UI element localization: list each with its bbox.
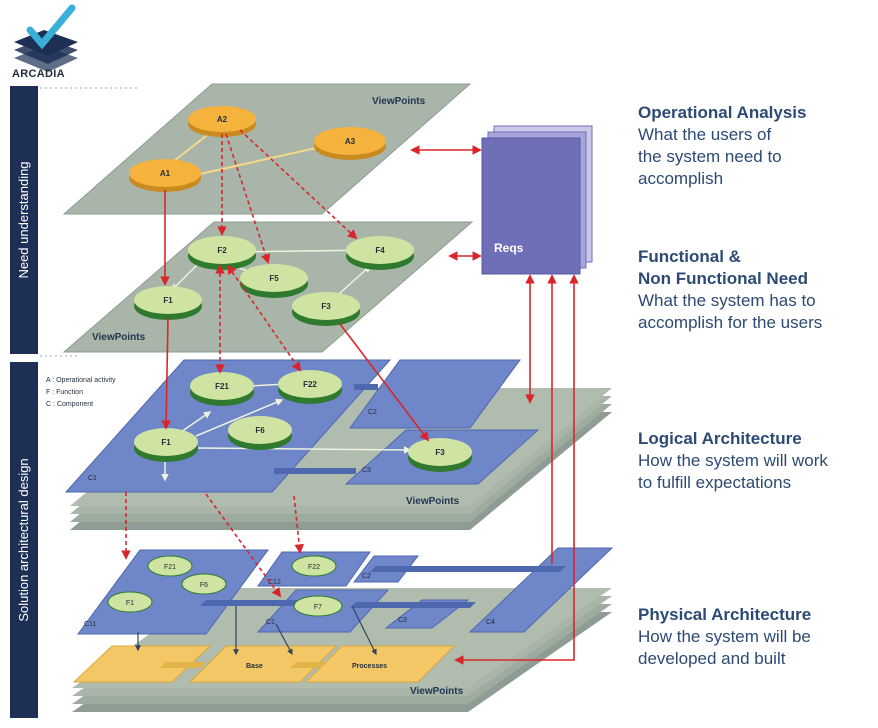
need-understanding-label: Need understanding (16, 161, 31, 278)
svg-text:F21: F21 (164, 564, 176, 571)
node-base-label: Base (246, 663, 263, 670)
svg-text:F3: F3 (435, 448, 445, 457)
functional-need-line-2: accomplish for the users (638, 313, 823, 332)
component-c12-label: C12 (268, 579, 281, 586)
svg-text:A3: A3 (345, 137, 356, 146)
solution-design-label: Solution architectural design (16, 458, 31, 621)
svg-text:A2: A2 (217, 115, 228, 124)
functional-viewpoints-label: ViewPoints (92, 332, 146, 343)
physical-architecture-title: Physical Architecture (638, 605, 812, 624)
reqs-label: Reqs (494, 241, 524, 255)
function-f21-physical: F21 (147, 555, 193, 577)
node-processes-label: Processes (352, 663, 387, 670)
operational-analysis-line-3: accomplish (638, 169, 724, 188)
svg-text:F22: F22 (308, 564, 320, 571)
function-f3-logical: F3 (408, 438, 472, 472)
function-f4: F4 (346, 236, 414, 270)
function-f1-physical: F1 (107, 591, 153, 613)
component-c2-label: C2 (368, 409, 377, 416)
operational-viewpoints-label: ViewPoints (372, 96, 426, 107)
need-understanding-bar (10, 86, 38, 354)
svg-text:F7: F7 (314, 604, 322, 611)
function-f21: F21 (190, 372, 254, 406)
function-f22-physical: F22 (291, 555, 337, 577)
physical-viewpoints-label: ViewPoints (410, 686, 464, 697)
function-f6-physical: F6 (181, 573, 227, 595)
function-f6: F6 (228, 416, 292, 450)
operational-analysis-title: Operational Analysis (638, 103, 807, 122)
svg-text:F4: F4 (375, 246, 385, 255)
operational-analysis-line-1: What the users of (638, 125, 772, 144)
operational-nodes: A2 A1 A3 (129, 106, 386, 192)
logical-architecture-block: Logical Architecture How the system will… (638, 428, 874, 494)
function-f3: F3 (292, 292, 360, 326)
activity-a2: A2 (188, 106, 256, 137)
legend-function: F : Function (46, 389, 83, 396)
sidebar: Need understanding Solution architectura… (10, 86, 140, 718)
functional-need-title-1: Functional & (638, 247, 741, 266)
node-processes (304, 645, 456, 683)
reqs-document[interactable]: Reqs (481, 125, 593, 275)
function-f1-logical: F1 (134, 428, 198, 462)
operational-analysis-block: Operational Analysis What the users of t… (638, 102, 874, 190)
logical-architecture-line-1: How the system will work (638, 451, 828, 470)
logo-text: ARCADIA (12, 68, 65, 80)
component-c1-label: C1 (88, 475, 97, 482)
physical-architecture-line-1: How the system will be (638, 627, 811, 646)
solution-design-bar (10, 362, 38, 718)
functional-need-block: Functional & Non Functional Need What th… (638, 246, 874, 334)
functional-need-title-2: Non Functional Need (638, 269, 808, 288)
svg-text:F6: F6 (255, 426, 265, 435)
function-f2: F2 (188, 236, 256, 270)
component-c3-label: C3 (362, 467, 371, 474)
component-c4-label: C4 (486, 619, 495, 626)
physical-architecture-line-2: developed and built (638, 649, 786, 668)
svg-text:F2: F2 (217, 246, 227, 255)
svg-text:F6: F6 (200, 582, 208, 589)
function-f22: F22 (278, 370, 342, 404)
functional-need-line-1: What the system has to (638, 291, 816, 310)
function-f7: F7 (293, 595, 343, 617)
component-c3-physical-label: C3 (398, 617, 407, 624)
svg-text:F1: F1 (163, 296, 173, 305)
component-c1-physical-label: C1 (266, 619, 275, 626)
component-c2-physical-label: C2 (362, 573, 371, 580)
function-f1: F1 (134, 286, 202, 320)
svg-text:A1: A1 (160, 169, 171, 178)
logical-functions: F21 F22 F1 F6 F3 (134, 370, 472, 482)
operational-plate: ViewPoints (62, 83, 472, 215)
svg-text:F1: F1 (161, 438, 171, 447)
activity-a1: A1 (129, 159, 201, 192)
component-c11 (77, 549, 269, 635)
legend-component: C : Component (46, 401, 93, 408)
legend: A : Operational activity F : Function C … (46, 377, 116, 408)
allocation-arrows (135, 605, 377, 656)
svg-text:F3: F3 (321, 302, 331, 311)
svg-text:F5: F5 (269, 274, 279, 283)
physical-functions: F21 F6 F1 F22 F7 (107, 555, 343, 617)
checkmark-icon (26, 4, 76, 50)
svg-text:F21: F21 (215, 382, 229, 391)
physical-architecture-block: Physical Architecture How the system wil… (638, 604, 874, 670)
legend-operational-activity: A : Operational activity (46, 377, 116, 384)
arcadia-logo (14, 4, 78, 72)
function-f5: F5 (240, 264, 308, 298)
logical-viewpoints-label: ViewPoints (406, 496, 460, 507)
node-base (188, 645, 338, 683)
component-c11-label: C11 (84, 621, 96, 628)
svg-text:F1: F1 (126, 600, 134, 607)
logical-architecture-title: Logical Architecture (638, 429, 802, 448)
svg-text:F22: F22 (303, 380, 317, 389)
operational-analysis-line-2: the system need to (638, 147, 782, 166)
traceability-arrows (121, 129, 579, 665)
activity-a3: A3 (314, 127, 386, 160)
physical-nodes: Base Processes ViewPoints (72, 645, 464, 697)
logical-architecture-line-2: to fulfill expectations (638, 473, 792, 492)
